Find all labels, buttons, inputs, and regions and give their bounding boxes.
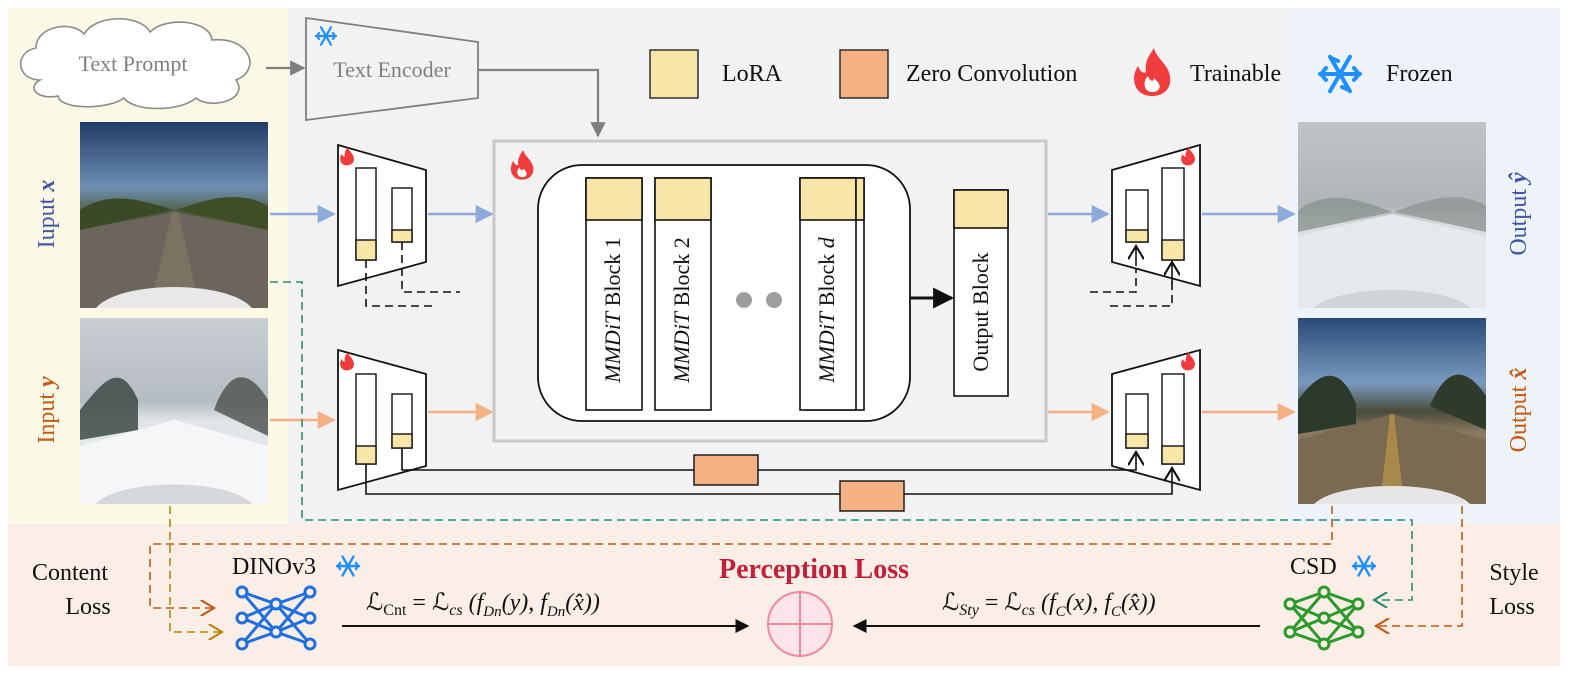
- input-y-image: [80, 318, 268, 504]
- encoder-to-mmdit-arrow: [478, 68, 606, 138]
- legend: LoRA Zero Convolution Trainable Frozen: [649, 48, 1453, 99]
- mmdit-block-1: MMDiT Block 1: [585, 177, 643, 411]
- dino-label: DINOv3: [232, 554, 316, 580]
- style-loss-label-line2: Loss: [1489, 594, 1534, 620]
- legend-lora-swatch: [649, 49, 699, 99]
- perception-loss-title: Perception Loss: [719, 554, 909, 585]
- orange-dashed-connector-left: [149, 506, 1333, 608]
- content-loss-label-line2: Loss: [65, 594, 110, 620]
- style-loss-formula: ℒSty = ℒcs (fC(x), fC(x̂)): [942, 590, 1156, 620]
- content-loss-formula: ℒCnt = ℒcs (fDn(y), fDn(x̂)): [366, 590, 600, 620]
- fire-icon: [1134, 48, 1171, 96]
- fire-icon: [510, 149, 534, 180]
- encoder-bottom: [337, 348, 427, 492]
- gold-dashed-connector: [169, 506, 222, 632]
- output-block: Output Block: [953, 189, 1009, 397]
- sum-circle-icon: [767, 591, 833, 657]
- orange-dashed-connector-right: [1376, 506, 1463, 626]
- encoder-top: [337, 143, 427, 288]
- legend-frozen-label: Frozen: [1386, 61, 1453, 87]
- fire-icon: [340, 147, 354, 166]
- mmdit-block-d-label: MMDiT Block d: [814, 236, 839, 383]
- snowflake-icon: [335, 555, 361, 577]
- mmdit-block-2: MMDiT Block 2: [654, 177, 712, 411]
- legend-zero-conv-swatch: [839, 49, 889, 99]
- fire-icon: [1181, 352, 1195, 371]
- skip-connection-outer: [365, 464, 1172, 495]
- output-x-hat-label: Output x̂: [1506, 368, 1532, 453]
- teal-dashed-connector: [270, 281, 1413, 600]
- skip-connection-inner: [401, 448, 1136, 471]
- legend-lora-label: LoRA: [722, 61, 783, 87]
- snowflake-icon: [314, 26, 338, 46]
- csd-network-icon: [1283, 585, 1365, 651]
- text-encoder: Text Encoder: [305, 16, 479, 122]
- ellipsis-dot-1: [736, 292, 752, 308]
- text-prompt-label: Text Prompt: [78, 51, 187, 76]
- ellipsis-dot-2: [766, 292, 782, 308]
- snowflake-icon: [1351, 555, 1377, 577]
- mmdit-block-1-label: MMDiT Block 1: [600, 237, 625, 383]
- input-x-image: [80, 122, 268, 308]
- skip-dashed-top-left: [365, 242, 460, 307]
- input-x-label: Iuput x: [34, 180, 60, 249]
- fire-icon: [340, 352, 354, 371]
- mmdit-block-2-label: MMDiT Block 2: [669, 237, 694, 383]
- mmdit-block-d: MMDiT Block d: [799, 177, 865, 411]
- zero-conv-outer: [839, 480, 905, 512]
- decoder-bottom: [1111, 348, 1201, 492]
- legend-zero-conv-label: Zero Convolution: [906, 61, 1077, 87]
- output-y-hat-image: [1298, 122, 1486, 308]
- decoder-top: [1111, 143, 1201, 288]
- dino-network-icon: [235, 585, 317, 651]
- content-loss-label-line1: Content: [32, 560, 108, 586]
- legend-trainable-label: Trainable: [1190, 61, 1281, 87]
- output-block-label: Output Block: [968, 252, 993, 371]
- zero-conv-inner: [693, 454, 759, 486]
- text-prompt-cloud: Text Prompt: [19, 17, 251, 110]
- style-loss-label-line1: Style: [1489, 560, 1538, 586]
- text-encoder-label: Text Encoder: [333, 57, 451, 82]
- fire-icon: [1181, 147, 1195, 166]
- output-y-hat-label: Output ŷ: [1506, 172, 1532, 256]
- input-y-label: Input y: [34, 376, 60, 444]
- csd-label: CSD: [1290, 554, 1337, 580]
- snowflake-icon: [1318, 54, 1362, 94]
- output-x-hat-image: [1298, 318, 1486, 504]
